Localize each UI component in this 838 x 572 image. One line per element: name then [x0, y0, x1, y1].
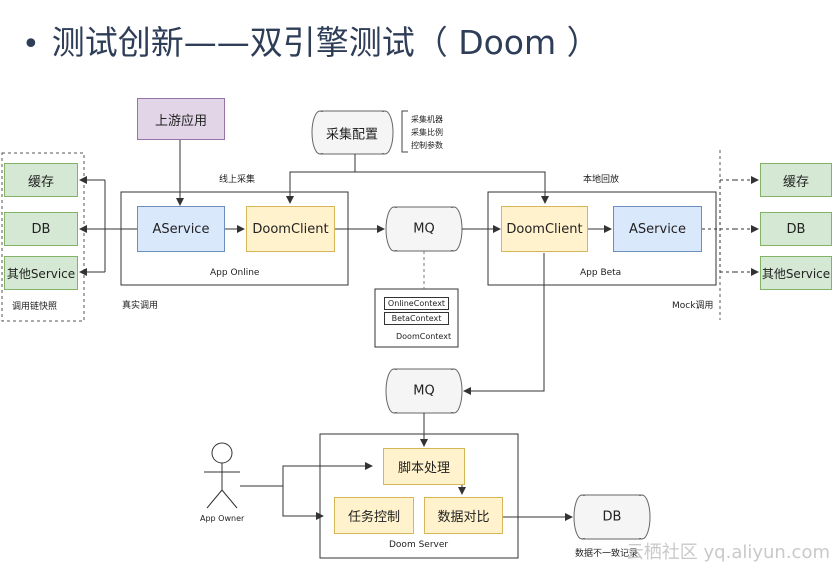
- notes-bracket: [401, 110, 408, 153]
- app-online-container: [120, 191, 349, 286]
- other-service-left-box[interactable]: 其他Service: [4, 256, 78, 290]
- app-owner-icon: [204, 442, 240, 509]
- title-text: 测试创新——双引擎测试（ Doom ）: [51, 23, 600, 62]
- bullet: •: [22, 27, 40, 62]
- app-beta-container: [487, 191, 717, 286]
- other-service-right-box[interactable]: 其他Service: [760, 256, 832, 290]
- script-process-box[interactable]: 脚本处理: [383, 448, 465, 485]
- collect-note-3: 控制参数: [411, 141, 443, 150]
- arrow-config-online: [286, 154, 356, 204]
- collect-note-2: 采集比例: [411, 128, 443, 137]
- mock-branches: [720, 179, 735, 273]
- arrow-owner-task: [282, 486, 324, 520]
- arrow-beta-mq-mid: [463, 253, 545, 395]
- online-collect-label: 线上采集: [219, 175, 256, 185]
- doom-context-label: DoomContext: [396, 332, 452, 341]
- beta-context-box: BetaContext: [384, 312, 449, 325]
- data-compare-box[interactable]: 数据对比: [424, 497, 503, 534]
- task-control-box[interactable]: 任务控制: [334, 497, 414, 534]
- mq-top-label[interactable]: MQ: [413, 221, 435, 237]
- mq-top-cylinder: [385, 206, 463, 252]
- left-dashed-region: [1, 152, 85, 322]
- collect-config-cylinder: [311, 110, 394, 155]
- aservice-online-box[interactable]: AService: [137, 206, 225, 252]
- app-beta-label: App Beta: [580, 268, 622, 278]
- mq-mid-cylinder: [385, 368, 463, 414]
- collect-note-1: 采集机器: [411, 115, 443, 124]
- mq-mid-label[interactable]: MQ: [413, 383, 435, 399]
- watermark: 云栖社区 yq.aliyun.com: [625, 542, 830, 563]
- mock-call-label: Mock调用: [672, 301, 714, 311]
- cache-right-box[interactable]: 缓存: [760, 163, 832, 197]
- cache-left-box[interactable]: 缓存: [4, 163, 78, 197]
- doom-context-container: [374, 288, 459, 348]
- db-bottom-label[interactable]: DB: [602, 509, 622, 525]
- db-bottom-cylinder: [573, 494, 651, 540]
- arrow-config-beta: [355, 171, 549, 204]
- upstream-app-box[interactable]: 上游应用: [137, 98, 225, 140]
- db-right-box[interactable]: DB: [760, 212, 832, 246]
- page-title: • 测试创新——双引擎测试（ Doom ）: [22, 16, 600, 64]
- doomclient-online-box[interactable]: DoomClient: [246, 206, 335, 252]
- online-context-box: OnlineContext: [384, 297, 449, 310]
- local-replay-label: 本地回放: [583, 175, 620, 185]
- snapshot-label: 调用链快照: [12, 302, 58, 312]
- app-online-label: App Online: [210, 268, 260, 278]
- doom-server-container: [319, 433, 519, 559]
- doomclient-beta-box[interactable]: DoomClient: [501, 206, 588, 252]
- doom-server-label: Doom Server: [389, 540, 449, 550]
- inconsistency-record-label: 数据不一致记录: [575, 549, 639, 559]
- arrow-owner-script: [240, 462, 373, 487]
- collect-config-label[interactable]: 采集配置: [325, 127, 379, 143]
- app-owner-label: App Owner: [200, 514, 245, 523]
- aservice-beta-box[interactable]: AService: [613, 206, 702, 252]
- real-call-label: 真实调用: [122, 301, 159, 311]
- db-left-box[interactable]: DB: [4, 212, 78, 246]
